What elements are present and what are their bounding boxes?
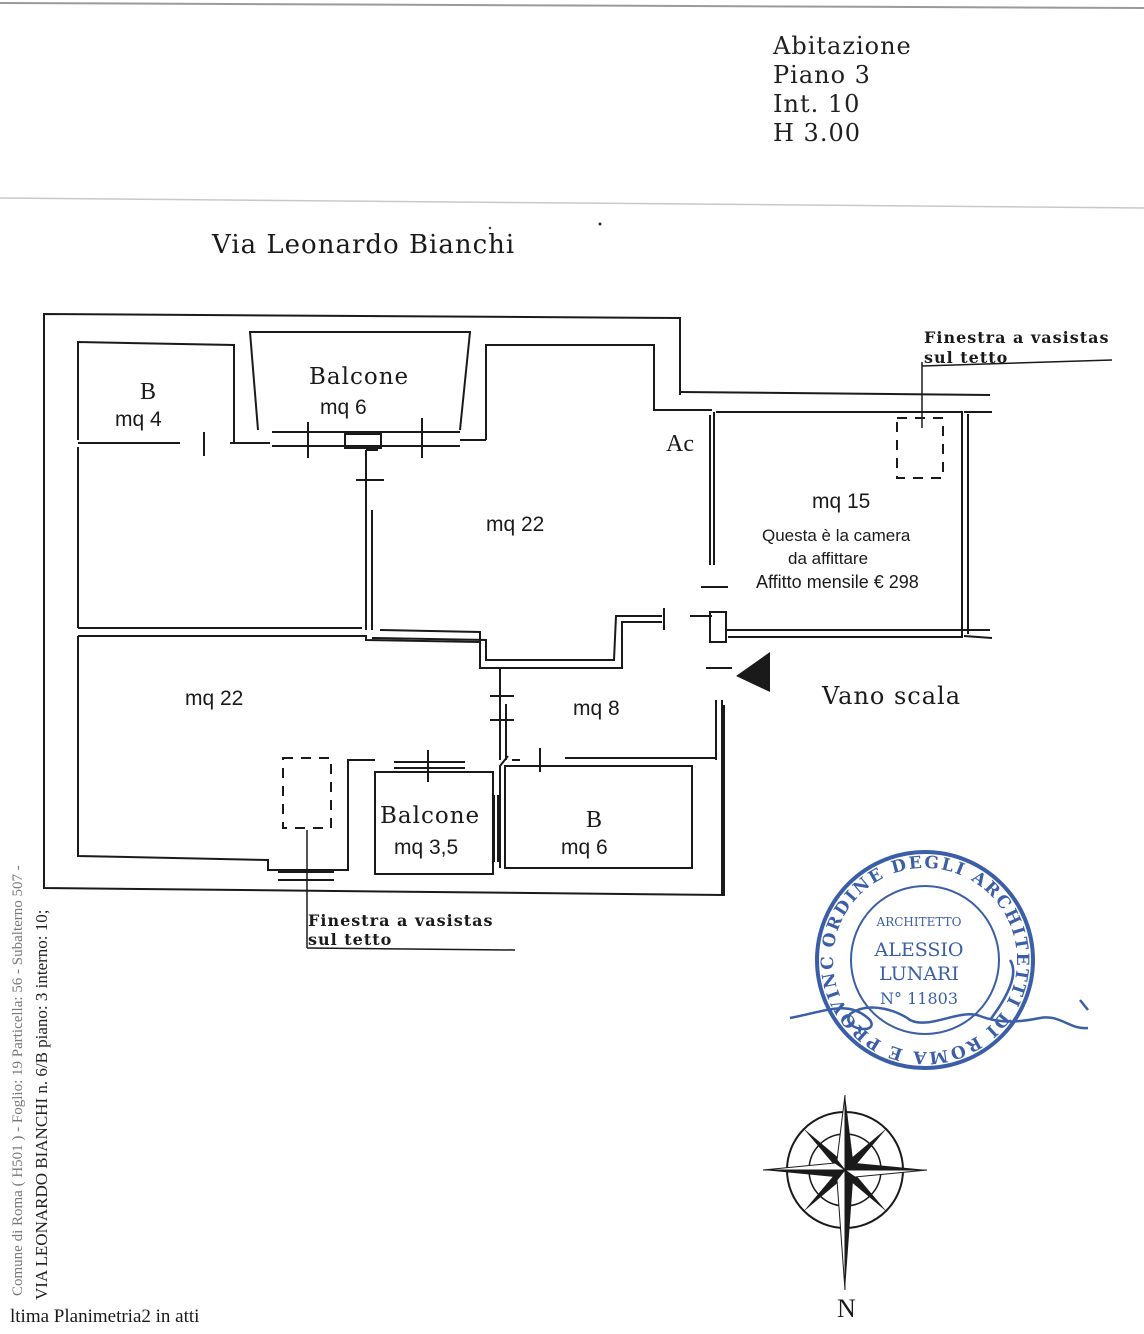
svg-text:ARCHITETTO: ARCHITETTO (876, 915, 962, 929)
rental-note-line2: da affittare (788, 549, 869, 568)
header-info: Abitazione Piano 3 Int. 10 H 3.00 (773, 32, 912, 148)
header-line-abitazione: Abitazione (773, 32, 912, 60)
side-caption: VIA LEONARDO BIANCHI n. 6/B piano: 3 int… (32, 909, 51, 1300)
signature (789, 959, 1089, 1031)
skylight-top-note-line2: sul tetto (924, 348, 1009, 367)
living-area: mq 22 (486, 513, 545, 536)
header-line-piano: Piano 3 (773, 61, 871, 89)
footer-caption: ltima Planimetria2 in atti (10, 1306, 200, 1327)
rental-room-wall (716, 411, 963, 638)
rental-note-line1: Questa è la camera (762, 526, 911, 545)
street-name: Via Leonardo Bianchi (212, 230, 516, 260)
header-line-height: H 3.00 (773, 119, 861, 147)
rental-room-area: mq 15 (812, 490, 871, 513)
compass-north-label: N (837, 1294, 856, 1323)
entrance-arrow-icon (736, 652, 770, 692)
balcony-bottom-area: mq 3,5 (394, 836, 459, 859)
kitchen-label: Ac (666, 431, 694, 457)
door-ticks (203, 418, 732, 782)
skylight-bottom-note-line1: Finestra a vasistas (308, 911, 494, 930)
architect-stamp: ORDINE DEGLI ARCHITETTI DI ROMA E PROVIN… (815, 850, 1035, 1070)
bath-top-area: mq 4 (115, 408, 162, 431)
bath-bottom-label: B (586, 807, 603, 833)
skylight-bottom-note-line2: sul tetto (308, 930, 393, 949)
rental-note-line3: Affitto mensile € 298 (756, 572, 919, 592)
skylight-top (896, 417, 944, 479)
header-line-interno: Int. 10 (773, 90, 861, 118)
svg-text:N° 11803: N° 11803 (880, 989, 958, 1008)
balcony-top-wall (248, 331, 472, 431)
skylight-top-note-line1: Finestra a vasistas (924, 328, 1110, 347)
bath-bottom-wall (504, 765, 693, 869)
side-caption-faint: Comune di Roma ( H501 ) - Foglio: 19 Par… (10, 865, 26, 1296)
bath-top-wall (77, 340, 235, 443)
balcony-bottom-label: Balcone (380, 803, 481, 829)
stairwell-label: Vano scala (822, 682, 962, 710)
hall-area: mq 8 (573, 697, 620, 720)
bath-bottom-area: mq 6 (561, 836, 608, 859)
walls (43, 312, 993, 897)
bedroom-area: mq 22 (185, 687, 244, 710)
balcony-top-area: mq 6 (320, 396, 367, 419)
svg-text:LUNARI: LUNARI (879, 963, 959, 985)
compass-rose-icon (762, 1094, 928, 1291)
bath-top-label: B (140, 379, 157, 405)
skylight-bottom (282, 757, 332, 829)
balcony-top-label: Balcone (309, 364, 410, 390)
scan-top-edge (0, 2, 1144, 9)
svg-text:ALESSIO: ALESSIO (874, 939, 964, 961)
scan-fold-line (0, 197, 1144, 209)
